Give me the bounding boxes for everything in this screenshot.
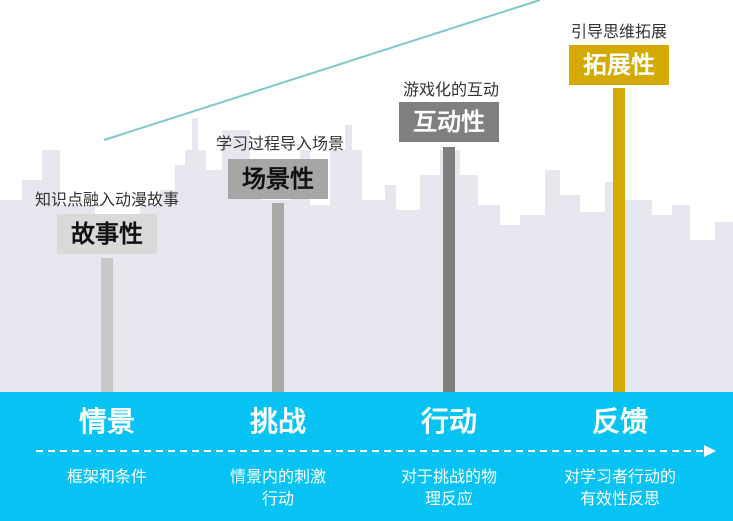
pole-interaction — [443, 147, 455, 392]
stage-action: 行动 — [420, 405, 477, 438]
desc-action: 对于挑战的物 理反应 — [369, 466, 529, 510]
desc-challenge: 情景内的刺激 行动 — [198, 466, 358, 510]
stage-situation: 情景 — [78, 405, 135, 438]
caption-scene: 学习过程导入场景 — [215, 134, 345, 153]
stage-feedback: 反馈 — [591, 405, 648, 438]
pole-story — [101, 258, 113, 392]
desc-line: 理反应 — [424, 489, 473, 508]
tag-scene: 场景性 — [228, 159, 328, 199]
desc-line: 行动 — [261, 489, 294, 508]
stage-challenge: 挑战 — [249, 405, 306, 438]
city-skyline-background — [0, 0, 733, 392]
desc-line: 对于挑战的物 — [400, 467, 497, 486]
trend-arrow-line — [103, 0, 541, 141]
desc-situation: 框架和条件 — [27, 466, 187, 488]
tag-interaction: 互动性 — [399, 102, 499, 142]
caption-extension: 引导思维拓展 — [570, 22, 668, 41]
caption-story: 知识点融入动漫故事 — [34, 190, 180, 209]
stage-band — [0, 392, 733, 521]
desc-line: 有效性反思 — [579, 489, 660, 508]
caption-interaction: 游戏化的互动 — [402, 80, 500, 99]
tag-extension: 拓展性 — [569, 45, 669, 85]
skyline-silhouette — [0, 118, 733, 392]
pole-extension — [613, 88, 625, 392]
desc-line: 情景内的刺激 — [229, 467, 326, 486]
tag-story: 故事性 — [57, 214, 157, 254]
desc-line: 框架和条件 — [66, 467, 147, 486]
desc-feedback: 对学习者行动的 有效性反思 — [540, 466, 700, 510]
dashed-arrow — [36, 445, 716, 457]
desc-line: 对学习者行动的 — [563, 467, 676, 486]
pole-scene — [272, 203, 284, 392]
